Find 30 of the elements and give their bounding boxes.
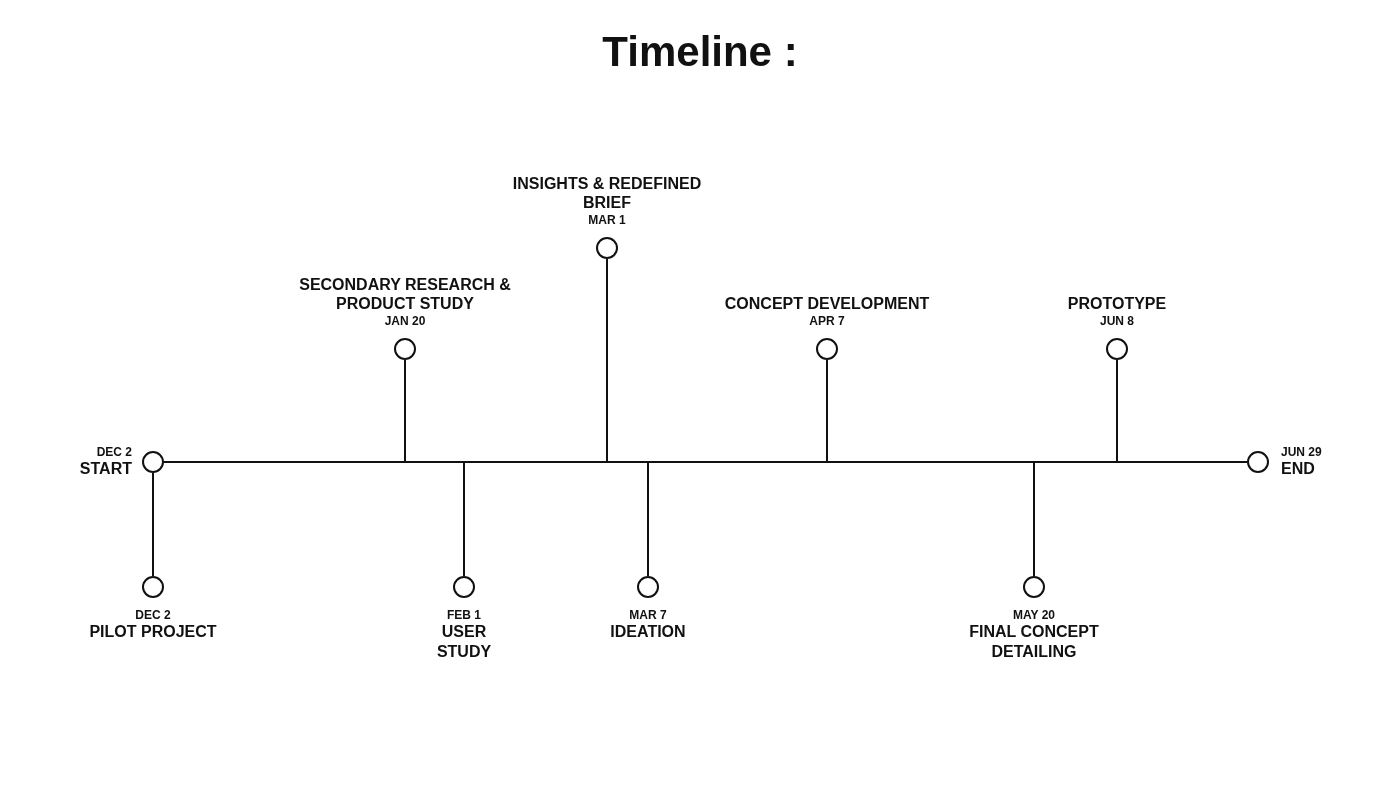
milestone-date: MAR 7 xyxy=(628,608,668,623)
milestone-title: IDEATION xyxy=(609,622,687,642)
milestone-title: PROTOTYPE xyxy=(1066,294,1168,314)
connector-line xyxy=(826,359,828,463)
milestone-date: JUN 8 xyxy=(1099,313,1135,328)
milestone-title: PILOT PROJECT xyxy=(88,622,218,642)
connector-line xyxy=(606,258,608,463)
milestone-title: END xyxy=(1281,459,1316,479)
milestone-title: FINAL CONCEPT DETAILING xyxy=(968,622,1100,661)
connector-line xyxy=(463,461,465,577)
milestone-date: DEC 2 xyxy=(134,608,172,623)
milestone-date: JUN 29 xyxy=(1281,445,1323,460)
milestone-date: APR 7 xyxy=(808,313,846,328)
connector-line xyxy=(404,359,406,463)
milestone-title: USER STUDY xyxy=(435,622,493,661)
milestone-date: MAR 1 xyxy=(587,212,627,227)
connector-line xyxy=(1033,461,1035,577)
timeline-line xyxy=(163,461,1248,463)
milestone-date: FEB 1 xyxy=(446,608,482,623)
milestone-date: MAY 20 xyxy=(1012,608,1056,623)
milestone-date: DEC 2 xyxy=(95,445,132,460)
connector-line xyxy=(1116,359,1118,463)
milestone-date: JAN 20 xyxy=(383,313,427,328)
milestone-title: CONCEPT DEVELOPMENT xyxy=(723,294,931,314)
milestone-title: START xyxy=(78,459,132,479)
milestone-title: INSIGHTS & REDEFINED BRIEF xyxy=(511,174,703,213)
connector-line xyxy=(647,461,649,577)
milestone-title: SECONDARY RESEARCH & PRODUCT STUDY xyxy=(298,275,512,314)
connector-line xyxy=(152,472,154,577)
diagram-title: Timeline : xyxy=(601,28,799,76)
